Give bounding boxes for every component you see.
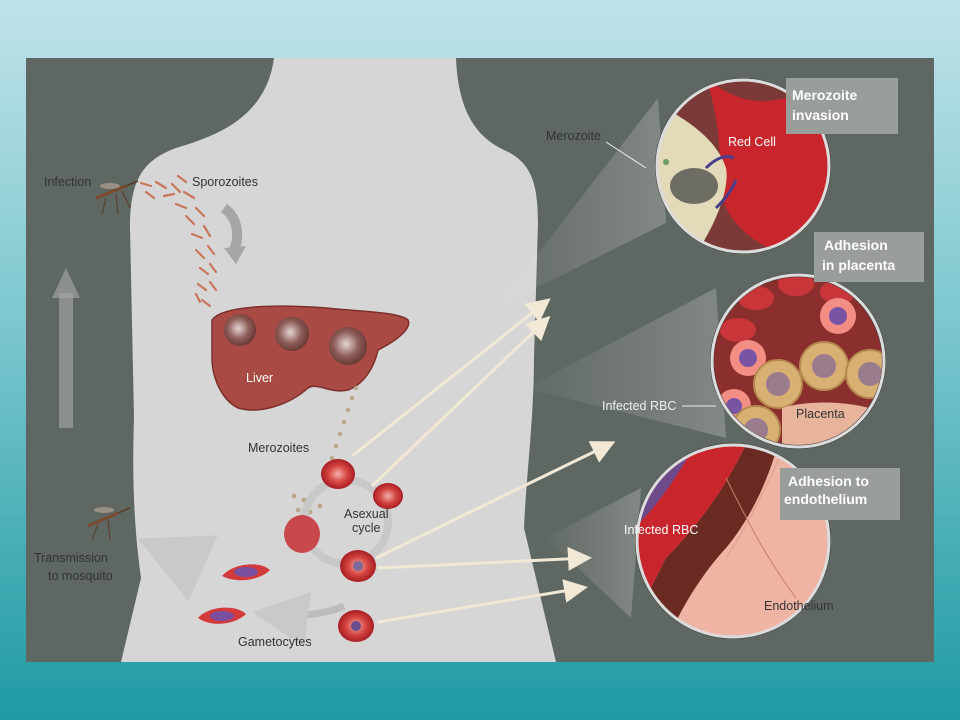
placenta-infected-rbc-label: Infected RBC: [602, 399, 676, 413]
diagram-panel: Merozoite invasion Merozoite Red Cell: [26, 58, 934, 662]
gametocyte-arrow: [252, 591, 346, 648]
malaria-lifecycle-diagram: Merozoite invasion Merozoite Red Cell: [34, 58, 924, 662]
merozoite-invasion-header: [786, 78, 898, 134]
liver-label: Liver: [246, 371, 273, 385]
transmission-label-1: Transmission: [34, 551, 108, 565]
sporozoites-stream: [139, 174, 218, 308]
mosquito-transmission-icon: [87, 507, 131, 541]
beam-placenta: [526, 288, 726, 438]
placenta-circle: [710, 273, 886, 449]
merozoite-invasion-title-1: Merozoite: [792, 87, 858, 103]
zoom-arrows: [351, 298, 616, 624]
merozoites-label: Merozoites: [248, 441, 309, 455]
endothelium-title-1: Adhesion to: [788, 473, 869, 489]
merozoite-leader-line: [605, 141, 647, 169]
gametocytes-label: Gametocytes: [238, 635, 312, 649]
placenta-label: Placenta: [796, 407, 845, 421]
sporozoite-arrow: [220, 203, 243, 252]
endothelium-title-2: endothelium: [784, 491, 867, 507]
placenta-title-1: Adhesion: [824, 237, 888, 253]
placenta-title-2: in placenta: [822, 257, 895, 273]
beam-endothelium: [546, 488, 641, 618]
merozoite-label: Merozoite: [546, 129, 601, 143]
gametocytes: [198, 564, 270, 624]
merozoite-invasion-title-2: invasion: [792, 107, 849, 123]
endothelium-header: [780, 468, 900, 520]
endothelium-infected-rbc-label: Infected RBC: [624, 523, 698, 537]
endothelium-label: Endothelium: [764, 599, 834, 613]
asexual-cycle-label-2: cycle: [352, 521, 381, 535]
red-cell-label: Red Cell: [728, 135, 776, 149]
asexual-cycle-label-1: Asexual: [344, 507, 388, 521]
rbc-cycle-cells: [284, 459, 403, 642]
transmission-label-2: to mosquito: [48, 569, 113, 583]
placenta-header: [814, 232, 924, 282]
liver: [211, 305, 410, 411]
infection-label: Infection: [44, 175, 91, 189]
sporozoite-arrow-head: [224, 246, 246, 264]
transmission-arrow: [137, 535, 219, 601]
return-arrow-head: [52, 268, 80, 298]
beam-merozoite: [496, 98, 666, 308]
sporozoites-label: Sporozoites: [192, 175, 258, 189]
mosquito-infection-icon: [95, 180, 139, 215]
